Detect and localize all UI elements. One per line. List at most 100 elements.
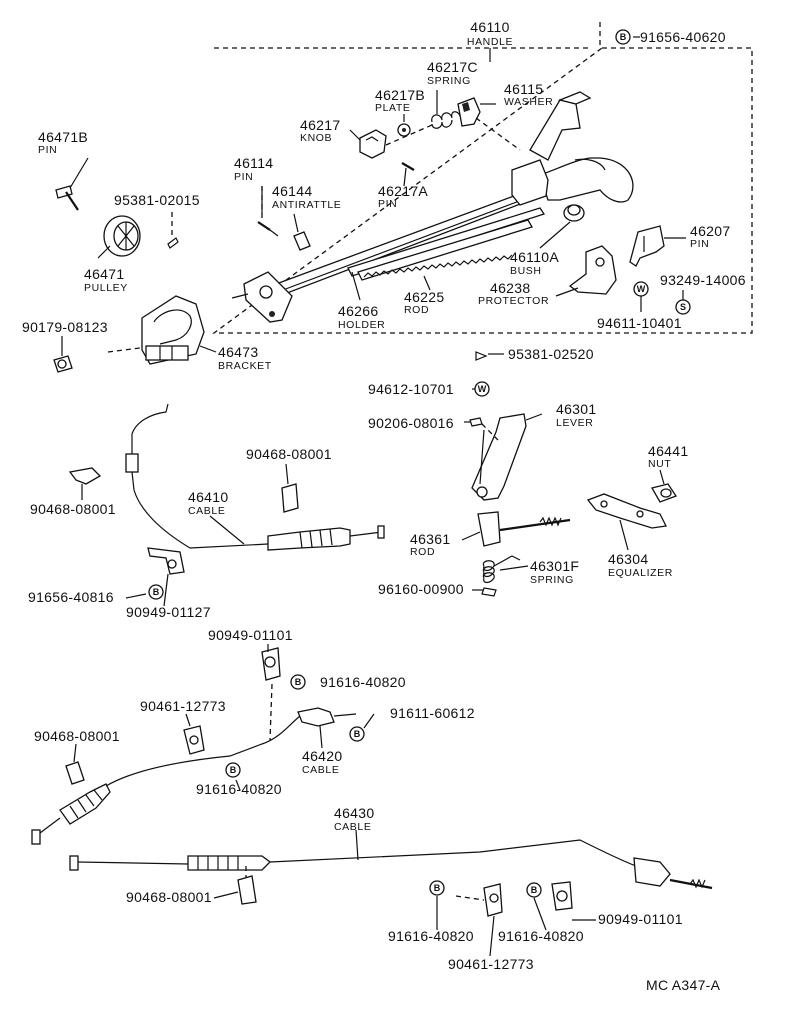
label-46266-num: 46266 — [338, 303, 378, 319]
clip-90468-08001-d — [237, 875, 257, 905]
label-90949-01101-a: 90949-01101 — [208, 627, 293, 643]
label-90206-08016: 90206-08016 — [368, 415, 454, 431]
clip-90468-08001-b — [281, 483, 299, 513]
label-91616-40820-d: 91616-40820 — [498, 928, 584, 944]
label-90949-01101-b: 90949-01101 — [598, 911, 683, 927]
svg-text:S: S — [680, 302, 686, 312]
label-90461-12773-b: 90461-12773 — [448, 956, 534, 972]
label-46304-num: 46304 — [608, 551, 648, 567]
washer-symbol-94612: W — [474, 381, 490, 397]
clip-96160-00900 — [481, 587, 497, 597]
svg-text:B: B — [230, 765, 237, 775]
label-46471B-name: PIN — [38, 144, 57, 156]
bracket-90949-01127 — [147, 547, 185, 575]
label-91611-60612: 91611-60612 — [390, 705, 475, 721]
bolt-symbol-91656-40816: B — [148, 584, 164, 600]
clip-90468-08001-c — [65, 761, 85, 785]
label-91616-40820-b: 91616-40820 — [196, 781, 282, 797]
label-46110-num: 46110 — [470, 19, 509, 35]
label-46471B-num: 46471B — [38, 129, 88, 145]
label-46420-name: CABLE — [302, 764, 339, 776]
clip-90206-08016 — [469, 417, 483, 427]
clip-90461-12773-a — [183, 725, 205, 755]
spring-46301F-part — [482, 555, 521, 584]
handle-grip — [539, 157, 634, 203]
label-46410-name: CABLE — [188, 505, 225, 517]
label-91616-40820-a: 91616-40820 — [320, 674, 406, 690]
label-46471-name: PULLEY — [84, 282, 128, 294]
clip-90949-01101-a — [261, 647, 281, 681]
label-46266-name: HOLDER — [338, 319, 385, 331]
label-46217-name: KNOB — [300, 132, 332, 144]
ratchet-rod — [357, 219, 533, 281]
label-46430-name: CABLE — [334, 821, 371, 833]
label-46471-num: 46471 — [84, 266, 124, 282]
clip-90461-12773-b — [483, 883, 503, 917]
label-46217-num: 46217 — [300, 117, 340, 133]
label-91656-40816: 91656-40816 — [28, 589, 114, 605]
svg-text:B: B — [153, 587, 160, 597]
label-46217C-num: 46217C — [427, 59, 478, 75]
label-90461-12773-a: 90461-12773 — [140, 698, 226, 714]
diagram-code: MC A347-A — [646, 977, 721, 993]
equalizer-part — [586, 493, 667, 529]
svg-text:W: W — [637, 284, 646, 294]
label-46115-name: WASHER — [504, 96, 553, 108]
label-46410-num: 46410 — [188, 489, 228, 505]
cotter-pin-95381-02520 — [475, 351, 488, 361]
label-46238-num: 46238 — [490, 280, 530, 296]
label-46430-num: 46430 — [334, 805, 374, 821]
leader-lines — [61, 36, 686, 957]
label-46301-num: 46301 — [556, 401, 596, 417]
knob-part — [359, 129, 387, 159]
svg-text:B: B — [434, 883, 441, 893]
label-96160-00900: 96160-00900 — [378, 581, 464, 597]
washer-part — [457, 97, 481, 127]
label-46473-name: BRACKET — [218, 360, 272, 372]
bush-part — [563, 204, 585, 222]
bolt-symbol-91611-60612: B — [349, 726, 365, 742]
svg-text:B: B — [354, 729, 361, 739]
label-46110A-name: BUSH — [510, 265, 542, 277]
label-94612-10701: 94612-10701 — [368, 381, 454, 397]
label-46207-num: 46207 — [690, 223, 730, 239]
bolt-symbol-91616-40820-d: B — [526, 882, 542, 898]
label-46115-num: 46115 — [504, 81, 543, 97]
antirattle-part — [293, 231, 311, 251]
label-46420-num: 46420 — [302, 748, 342, 764]
nut-46441-part — [651, 483, 677, 503]
label-46301F-num: 46301F — [530, 558, 579, 574]
pin-46217A — [401, 162, 415, 171]
label-46441-num: 46441 — [648, 443, 688, 459]
label-46217A-num: 46217A — [378, 183, 428, 199]
cable-46430-part — [69, 839, 713, 890]
spring-washer-symbol-93249: S — [675, 299, 691, 315]
bolt-symbol-91616-40820-b: B — [225, 762, 241, 778]
label-46304-name: EQUALIZER — [608, 567, 673, 579]
label-46217B-num: 46217B — [375, 87, 425, 103]
holder-strip — [347, 207, 546, 277]
svg-text:W: W — [478, 384, 487, 394]
label-90949-01127: 90949-01127 — [126, 604, 211, 620]
svg-text:B: B — [620, 32, 627, 42]
label-95381-02520: 95381-02520 — [508, 346, 594, 362]
label-90468-08001-d: 90468-08001 — [126, 889, 212, 905]
label-46473-num: 46473 — [218, 344, 258, 360]
label-46225-num: 46225 — [404, 289, 444, 305]
cable-46420-part — [31, 707, 357, 845]
svg-text:B: B — [295, 677, 302, 687]
label-46144-num: 46144 — [272, 183, 312, 199]
label-46225-name: ROD — [404, 304, 429, 316]
label-90468-08001-a: 90468-08001 — [246, 446, 332, 462]
clip-90468-08001-a — [68, 467, 102, 485]
assembly-outline — [212, 22, 753, 334]
clip-90949-01101-b — [551, 881, 573, 911]
pin-46207-part — [629, 225, 665, 267]
label-46144-name: ANTIRATTLE — [272, 199, 341, 211]
label-46301-name: LEVER — [556, 417, 593, 429]
label-46217C-name: SPRING — [427, 75, 471, 87]
nut-90179-08123 — [53, 355, 73, 373]
label-46110A-num: 46110A — [510, 249, 559, 265]
protector-part — [568, 245, 617, 295]
